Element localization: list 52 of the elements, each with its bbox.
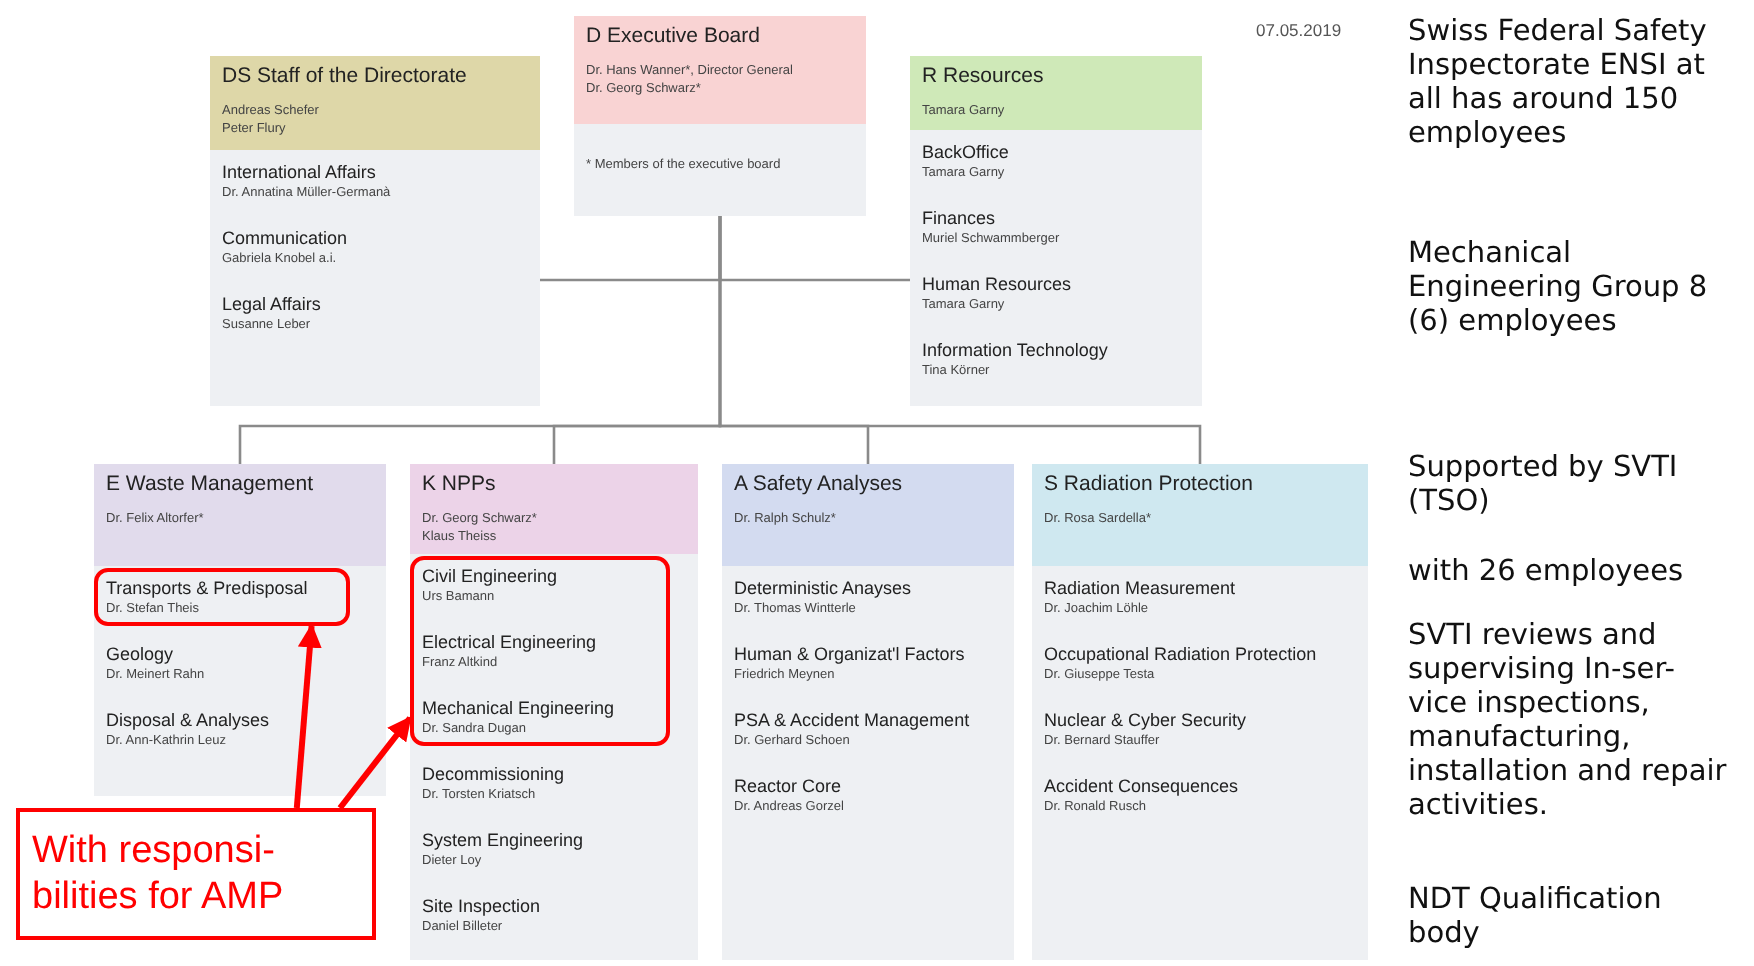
highlight-frame bbox=[410, 556, 670, 746]
unit-name: PSA & Accident Management bbox=[734, 710, 972, 732]
unit-name: Finances bbox=[922, 208, 998, 230]
unit-name: Radiation Measurement bbox=[1044, 578, 1238, 600]
unit-name: Transports & Predisposal bbox=[106, 578, 310, 600]
unit-name: Reactor Core bbox=[734, 776, 844, 798]
department-box bbox=[722, 464, 1014, 960]
department-box bbox=[1032, 464, 1368, 960]
unit-name: Accident Consequences bbox=[1044, 776, 1241, 798]
unit-name: Site Inspection bbox=[422, 896, 543, 918]
note-text: with 26 employees bbox=[1408, 556, 1686, 590]
highlight-frame bbox=[94, 568, 350, 626]
unit-name: International Affairs bbox=[222, 162, 378, 184]
unit-name: Disposal & Analyses bbox=[106, 710, 272, 732]
unit-name: System Engineering bbox=[422, 830, 586, 852]
department-title: DS Staff of the Directorate bbox=[222, 64, 469, 90]
unit-name: Communication bbox=[222, 228, 350, 250]
unit-name: Electrical Engineering bbox=[422, 632, 599, 654]
unit-name: Occupational Radiation Protection bbox=[1044, 644, 1319, 666]
callout-text: With responsi- bilities for AMP bbox=[32, 828, 286, 920]
arrow bbox=[337, 716, 413, 810]
unit-name: Mechanical Engineering bbox=[422, 698, 617, 720]
department-box bbox=[910, 56, 1202, 406]
unit-name: Human Resources bbox=[922, 274, 1074, 296]
department-title: E Waste Management bbox=[106, 472, 315, 498]
unit-name: Information Technology bbox=[922, 340, 1110, 362]
note-text: Swiss Federal Safety Inspectorate ENSI at all has around 150 employees bbox=[1408, 16, 1709, 152]
unit-name: BackOffice bbox=[922, 142, 1011, 164]
unit-name: Geology bbox=[106, 644, 176, 666]
callout-box bbox=[16, 808, 376, 940]
department-box bbox=[410, 464, 698, 960]
unit-name: Legal Affairs bbox=[222, 294, 323, 316]
note-text: NDT Qualification body bbox=[1408, 884, 1664, 952]
department-title: R Resources bbox=[922, 64, 1046, 90]
arrow bbox=[293, 623, 322, 809]
unit-name: Human & Organizat'l Factors bbox=[734, 644, 967, 666]
unit-name: Deterministic Anayses bbox=[734, 578, 914, 600]
unit-name: Civil Engineering bbox=[422, 566, 560, 588]
note-text: SVTI reviews and supervising In-ser- vice inspections, manufacturing, installation and repair activities. bbox=[1408, 620, 1729, 824]
unit-name: Nuclear & Cyber Security bbox=[1044, 710, 1249, 732]
department-title: D Executive Board bbox=[586, 24, 762, 50]
unit-name: Decommissioning bbox=[422, 764, 567, 786]
department-title: A Safety Analyses bbox=[734, 472, 905, 498]
department-box bbox=[210, 56, 540, 406]
note-text: Mechanical Engineering Group 8 (6) employees bbox=[1408, 238, 1710, 340]
department-box bbox=[94, 464, 386, 796]
note-text: Supported by SVTI (TSO) bbox=[1408, 452, 1680, 520]
department-box bbox=[574, 16, 866, 216]
connector-line bbox=[718, 216, 1202, 464]
department-title: S Radiation Protection bbox=[1044, 472, 1255, 498]
department-title: K NPPs bbox=[422, 472, 498, 498]
date-label: 07.05.2019 bbox=[1256, 20, 1342, 40]
